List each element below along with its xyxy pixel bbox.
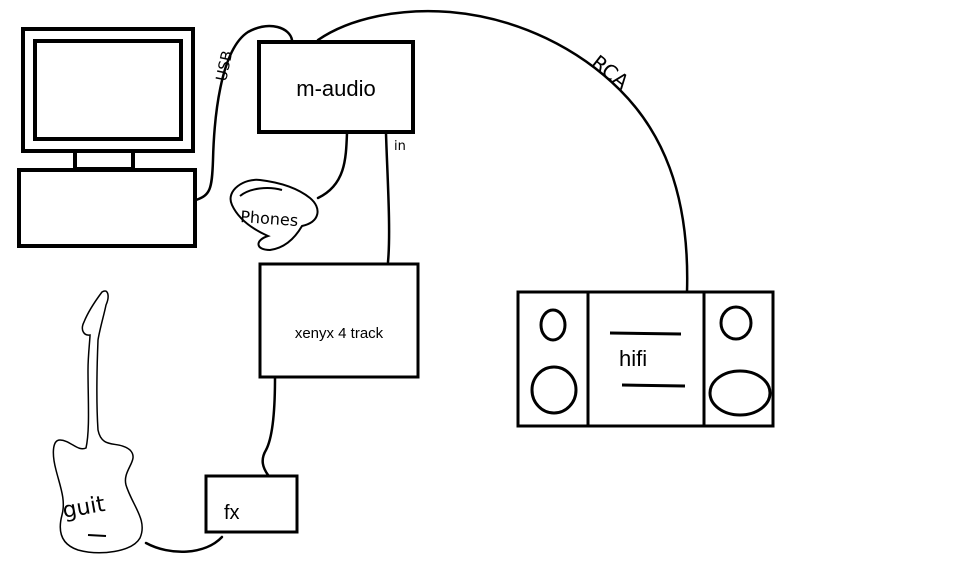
guitar-to-fx-cable xyxy=(144,535,224,553)
in-label: in xyxy=(394,139,406,154)
maudio-box xyxy=(257,40,415,134)
hifi-display-line-bottom xyxy=(621,383,686,388)
xenyx-device: xenyx 4 track xyxy=(258,262,420,379)
guitar xyxy=(52,290,143,554)
rca-cable xyxy=(316,9,689,294)
cables xyxy=(144,9,689,553)
fx-box xyxy=(204,474,299,534)
headphones xyxy=(229,178,319,252)
guitar-label-underline xyxy=(87,534,107,537)
left-speaker-tweeter xyxy=(539,308,567,342)
hifi-display-line-top xyxy=(609,331,682,336)
fx-device: fx xyxy=(204,474,299,534)
computer-base xyxy=(17,168,197,248)
usb-label: USB xyxy=(212,49,236,83)
left-speaker-woofer xyxy=(530,365,578,415)
maudio-label: m-audio xyxy=(296,76,375,101)
monitor-screen xyxy=(33,39,183,141)
monitor-frame xyxy=(21,27,195,153)
maudio-device: m-audio xyxy=(257,40,415,134)
headphones-outline xyxy=(229,178,319,252)
usb-cable xyxy=(194,24,294,202)
xenyx-label: xenyx 4 track xyxy=(295,325,384,342)
fx-label: fx xyxy=(224,502,240,524)
headphones-band xyxy=(239,187,283,197)
maudio-in-cable xyxy=(384,131,391,264)
monitor-stand xyxy=(73,149,135,171)
hifi-device xyxy=(516,290,775,428)
guitar-outline xyxy=(52,290,143,554)
rca-label: RCA xyxy=(587,50,634,94)
right-speaker-tweeter xyxy=(719,305,753,341)
xenyx-box xyxy=(258,262,420,379)
hifi-frame xyxy=(516,290,775,428)
maudio-to-phones-cable xyxy=(316,131,349,200)
hifi-label: hifi xyxy=(619,346,647,371)
guitar-label: guit xyxy=(61,492,108,524)
xenyx-to-fx-cable xyxy=(261,376,277,477)
computer xyxy=(17,27,197,248)
right-speaker-woofer xyxy=(708,369,772,417)
phones-label: Phones xyxy=(240,207,299,230)
